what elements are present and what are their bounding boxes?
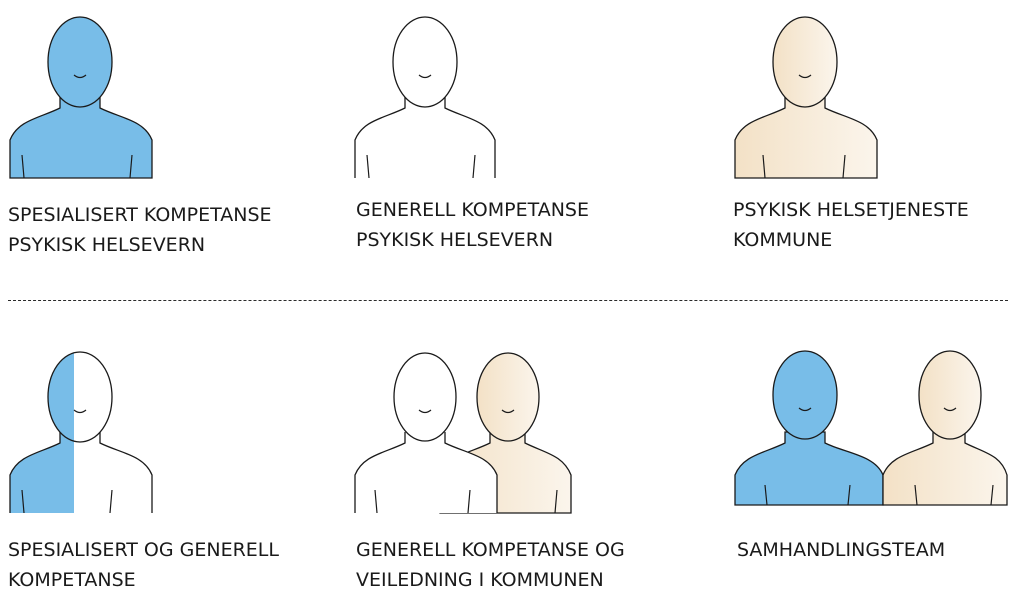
person-body [354, 97, 496, 178]
caption-general: GENERELL KOMPETANSE PSYKISK HELSEVERN [356, 195, 589, 255]
caption-line: KOMPETANSE [8, 569, 136, 591]
person-figure-specialized [734, 350, 884, 506]
caption-line: PSYKISK HELSEVERN [8, 234, 206, 256]
person-body [9, 96, 153, 179]
person-figure-general [354, 16, 496, 179]
person-body [734, 96, 878, 179]
person-body [9, 432, 153, 513]
person-head [772, 16, 838, 108]
person-head [47, 16, 113, 108]
caption-line: PSYKISK HELSEVERN [356, 229, 554, 251]
person-head [47, 351, 113, 443]
person-head [392, 16, 458, 108]
caption-general-and-guidance: GENERELL KOMPETANSE OG VEILEDNING I KOMM… [356, 535, 625, 595]
person-figure-municipal [734, 16, 878, 179]
caption-line: SPESIALISERT OG GENERELL [8, 539, 279, 561]
person-figure-general [354, 352, 498, 514]
person-figure-municipal [882, 350, 1008, 506]
person-pair-team [734, 350, 1008, 506]
person-pair-general-and-municipal [354, 352, 572, 514]
person-figure-specialized [9, 16, 153, 179]
caption-municipal: PSYKISK HELSETJENESTE KOMMUNE [733, 195, 969, 255]
caption-line: KOMMUNE [733, 229, 833, 251]
caption-team: SAMHANDLINGSTEAM [737, 535, 945, 565]
person-figure-specialized-and-general [9, 351, 153, 514]
caption-specialized-and-general: SPESIALISERT OG GENERELL KOMPETANSE [8, 535, 279, 595]
caption-line: SPESIALISERT KOMPETANSE [8, 204, 272, 226]
caption-line: PSYKISK HELSETJENESTE [733, 199, 969, 221]
caption-line: SAMHANDLINGSTEAM [737, 539, 946, 561]
dashed-divider [8, 300, 1008, 301]
caption-line: VEILEDNING I KOMMUNEN [356, 569, 604, 591]
caption-line: GENERELL KOMPETANSE [356, 199, 590, 221]
caption-line: GENERELL KOMPETANSE OG [356, 539, 625, 561]
caption-specialized: SPESIALISERT KOMPETANSE PSYKISK HELSEVER… [8, 200, 272, 260]
